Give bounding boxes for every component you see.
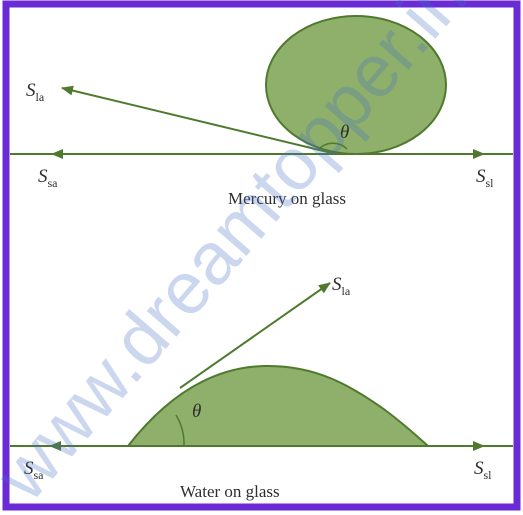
label-s-sl: Ssl xyxy=(476,166,494,190)
label-s-la: Sla xyxy=(26,80,45,104)
label-s-la: Sla xyxy=(332,274,351,298)
contact-angle-arc xyxy=(175,414,185,447)
mercury-caption: Mercury on glass xyxy=(228,189,346,208)
water-panel: θ Sla Ssa Ssl Water on glass xyxy=(10,274,513,501)
angle-theta-label: θ xyxy=(192,401,201,422)
water-drop xyxy=(125,364,431,447)
angle-theta-label: θ xyxy=(340,122,349,143)
water-caption: Water on glass xyxy=(180,482,280,501)
s-la-arrow xyxy=(61,85,337,155)
contact-angle-arc xyxy=(317,142,348,151)
label-s-sa: Ssa xyxy=(24,458,44,482)
mercury-panel: θ Sla Ssa Ssl Mercury on glass xyxy=(10,15,513,208)
label-s-sa: Ssa xyxy=(38,166,58,190)
s-la-arrow xyxy=(179,282,331,389)
label-s-sl: Ssl xyxy=(474,458,492,482)
